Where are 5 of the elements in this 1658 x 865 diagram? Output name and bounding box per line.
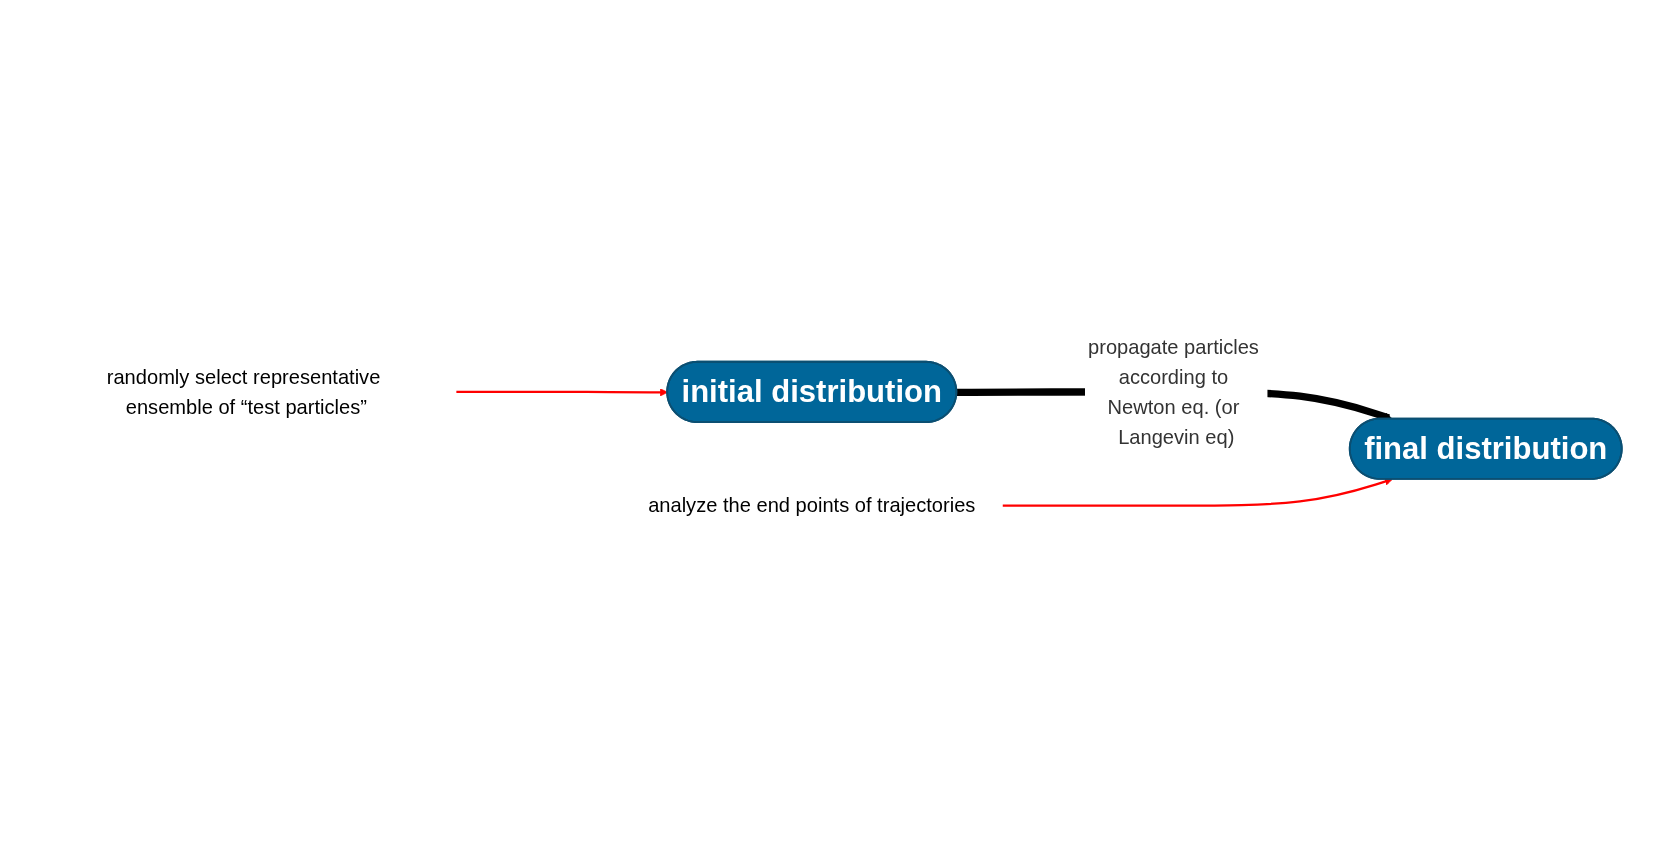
arrow (1002, 477, 1393, 507)
node-text: analyze the end points of trajectories (648, 493, 976, 517)
arrow (456, 387, 668, 396)
node-text: randomly select representative ensemble of “test particles” (106, 364, 381, 418)
edge-label: propagate particles according to Newton eq. (or Langevin eq) (1088, 334, 1259, 449)
